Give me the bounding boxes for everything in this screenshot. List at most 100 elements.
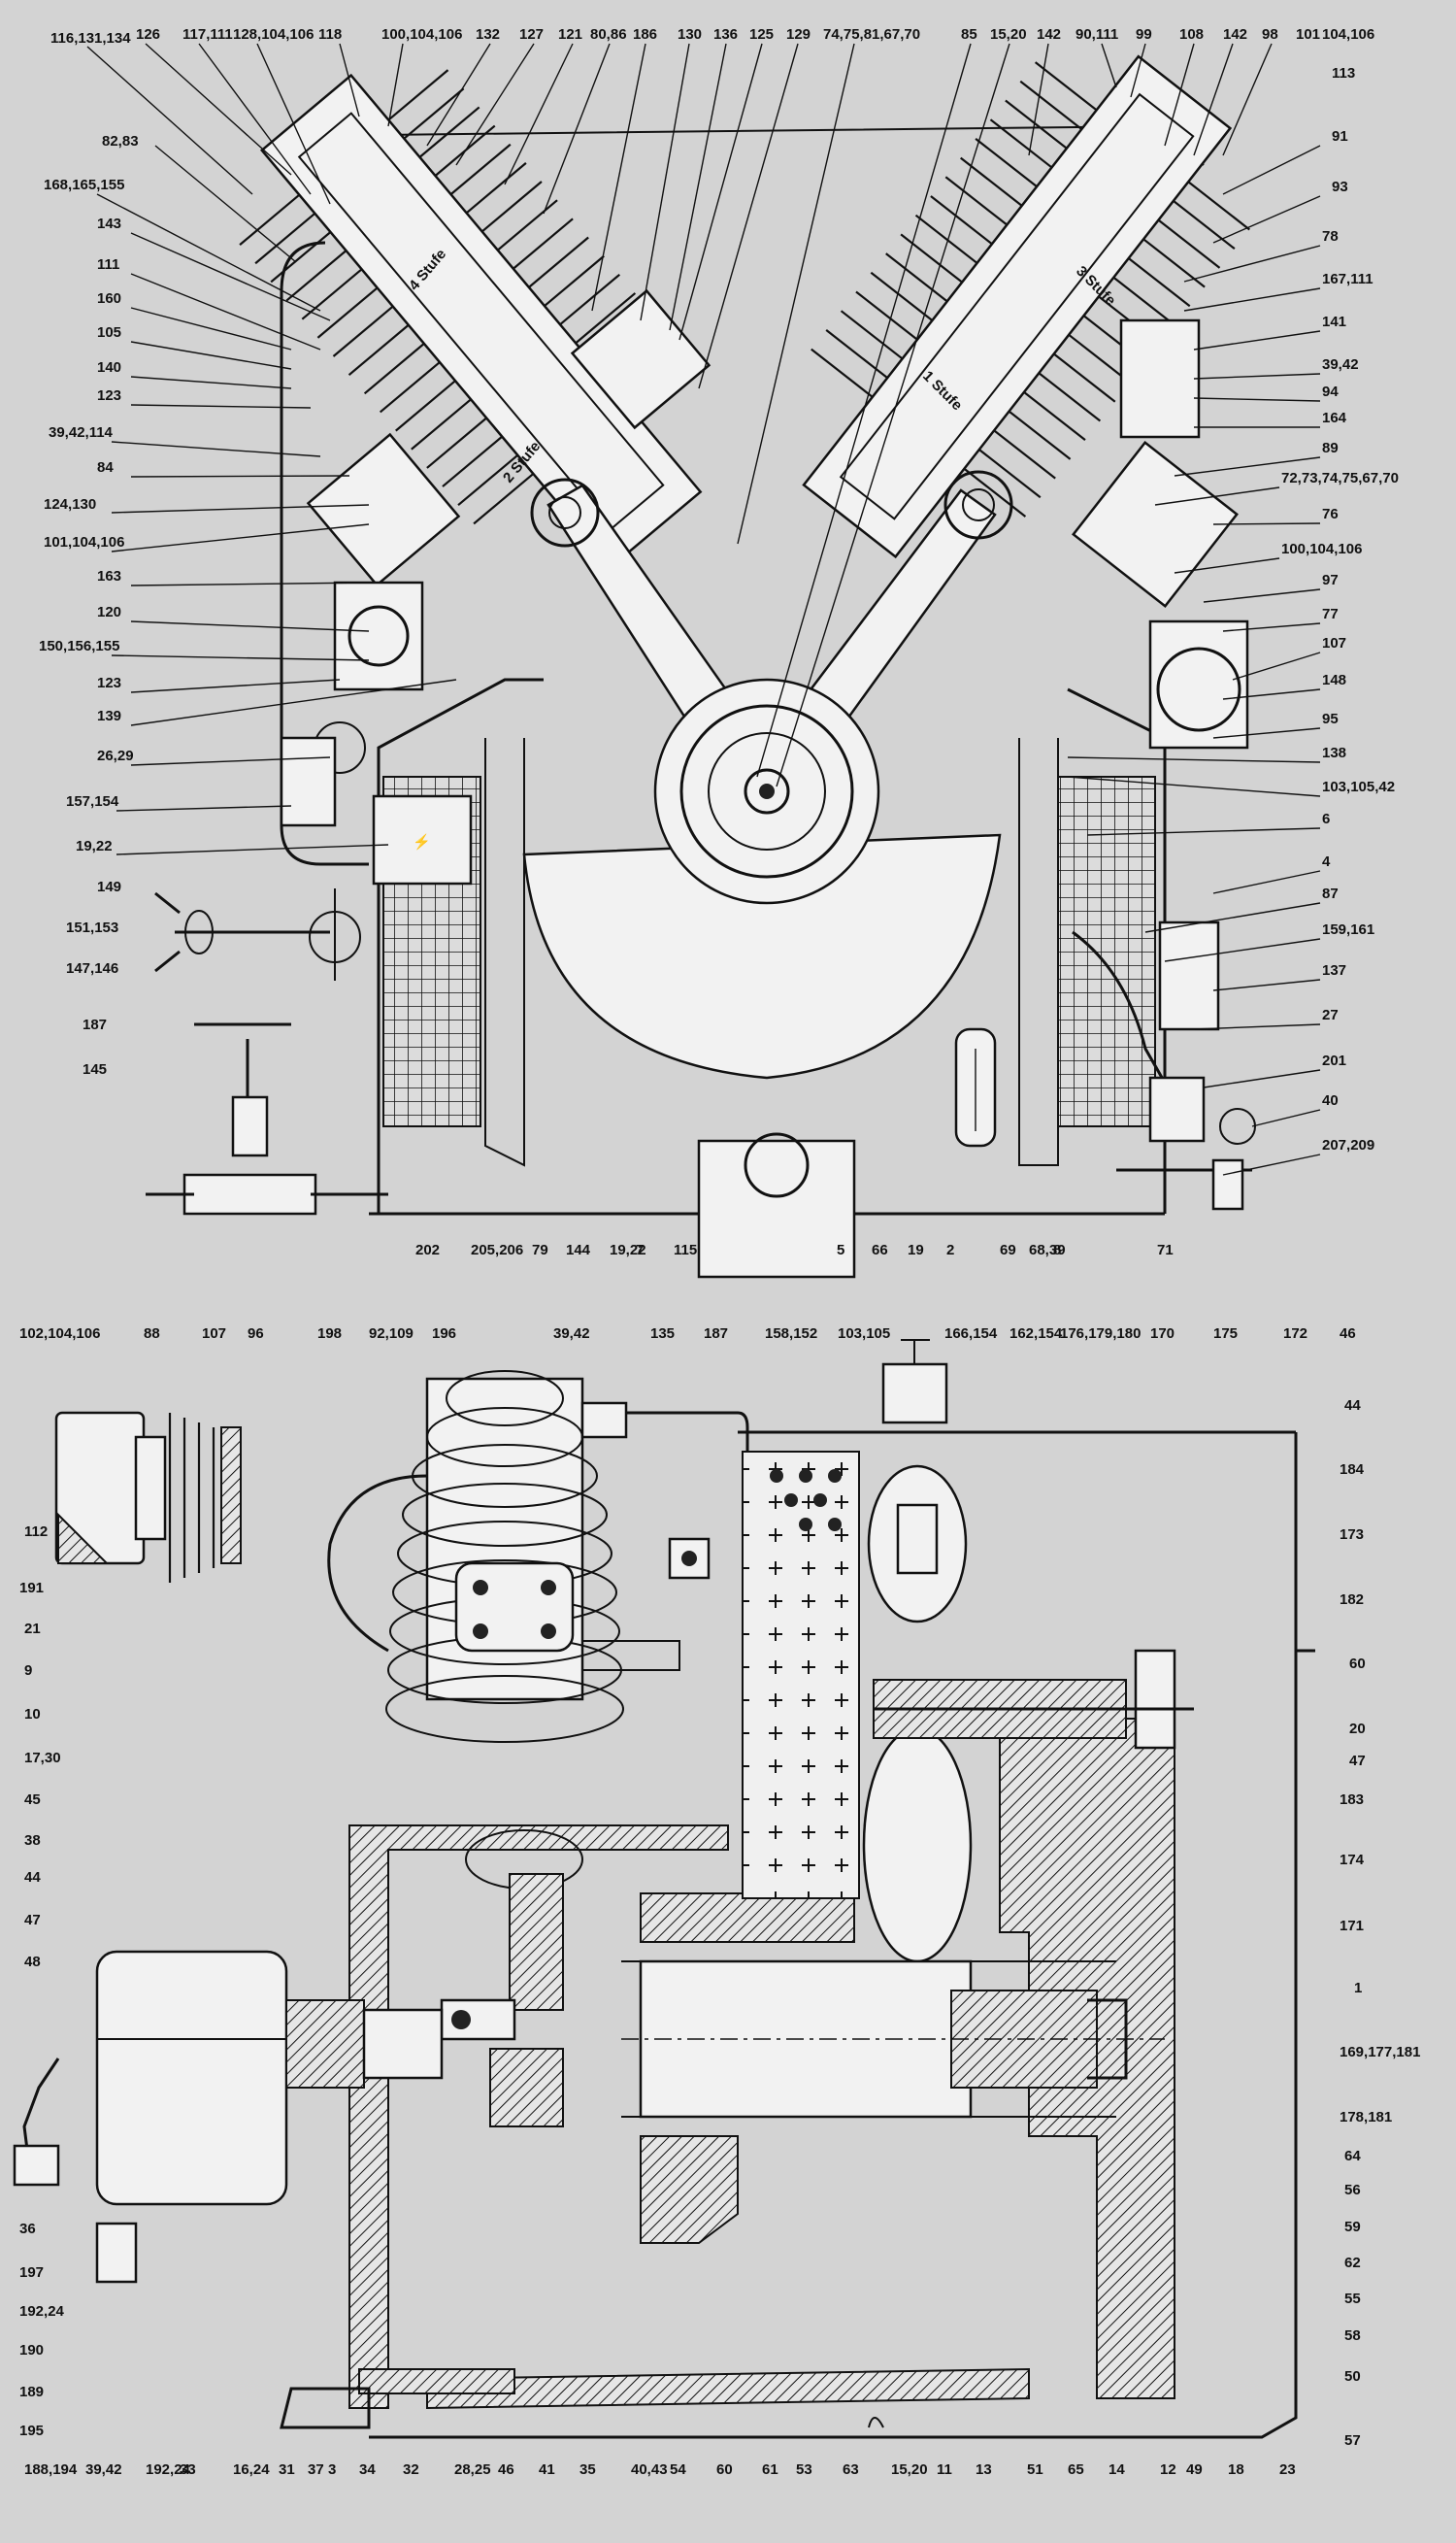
callout-label: 130 [678,26,702,43]
callout-label: 38 [24,1832,41,1849]
callout-label: 123 [97,675,121,691]
callout-label: 60 [716,2461,733,2478]
callout-label: 169,177,181 [1340,2044,1420,2060]
callout-label: 12 [1160,2461,1176,2478]
callout-label: 205,206 [471,1242,523,1258]
callout-label: 68,39 [1029,1242,1066,1258]
motor-switch-lever [13,2144,60,2187]
callout-label: 8 [1053,1242,1061,1258]
callout-label: 28,25 [454,2461,491,2478]
callout-label: 3 [328,2461,336,2478]
callout-label: 117,111 [182,26,233,43]
callout-label: 5 [837,1242,844,1258]
outlet-valve-assembly [1116,1076,1256,1211]
callout-label: 19 [908,1242,924,1258]
right-grill-panel [1057,776,1156,1127]
intercooler-panel [742,1451,860,1899]
callout-label: 11 [937,2461,952,2478]
callout-label: 100,104,106 [1281,541,1362,557]
callout-label: 102,104,106 [19,1325,100,1342]
callout-label: 15,20 [990,26,1027,43]
callout-label: 96 [248,1325,264,1342]
callout-label: 88 [144,1325,160,1342]
callout-label: 118 [318,26,342,43]
callout-label: 7 [636,1242,644,1258]
callout-label: 121 [558,26,582,43]
callout-label: 158,152 [765,1325,817,1342]
callout-label: 129 [786,26,811,43]
callout-label: 45 [24,1791,41,1808]
callout-label: 103,105 [838,1325,890,1342]
right-valve-head [1072,441,1239,608]
callout-label: 40 [1322,1092,1339,1109]
callout-label: 140 [97,359,121,376]
callout-label: 47 [1349,1753,1366,1769]
callout-label: 20 [1349,1721,1366,1737]
callout-label: 125 [749,26,774,43]
solenoid-valve-box [372,794,473,886]
callout-label: 160 [97,290,121,307]
callout-label: 44 [24,1869,41,1886]
callout-label: 201 [1322,1053,1346,1069]
callout-label: 59 [1344,2219,1361,2235]
callout-label: 31 [279,2461,295,2478]
callout-label: 65 [1068,2461,1084,2478]
drain-valve-assembly [154,888,361,981]
callout-label: 143 [97,216,121,232]
callout-label: 89 [1322,440,1339,456]
callout-label: 172 [1283,1325,1307,1342]
callout-label: 104,106 [1322,26,1374,43]
callout-label: 72,73,74,75,67,70 [1281,470,1399,486]
pressure-regulator [881,1362,948,1424]
callout-label: 71 [1157,1242,1174,1258]
callout-label: 132 [476,26,500,43]
callout-label: 21 [24,1621,41,1637]
callout-label: 87 [1322,886,1339,902]
svg-text:⚡: ⚡ [413,833,431,851]
flywheel-sector [522,833,1002,1080]
callout-label: 97 [1322,572,1339,588]
callout-label: 182 [1340,1591,1364,1608]
callout-label: 39,42 [1322,356,1359,373]
right-drain-pot [1158,920,1220,1031]
callout-label: 115 [674,1242,697,1258]
callout-label: 103,105,42 [1322,779,1395,795]
callout-label: 1 [1354,1980,1362,1996]
callout-label: 164 [1322,410,1347,426]
callout-label: 47 [24,1912,41,1928]
callout-label: 26,29 [97,748,134,764]
callout-label: 101,104,106 [44,534,124,551]
callout-label: 142 [1223,26,1247,43]
callout-label: 6 [1322,811,1330,827]
right-cylinder-bank [802,54,1250,559]
inset-valve-detail [54,1411,242,1583]
callout-label: 57 [1344,2432,1361,2449]
callout-label: 148 [1322,672,1346,688]
crankshaft-hub [744,768,790,815]
callout-label: 9 [24,1662,32,1679]
callout-label: 51 [1027,2461,1043,2478]
callout-label: 128,104,106 [233,26,314,43]
cooler-dots [770,1469,842,1531]
top-elevation-view: 4 Stufe 2 Stufe 1 Stufe 3 Stufe ⚡ [146,54,1256,1279]
callout-label: 190 [19,2342,44,2359]
callout-label: 91 [1332,128,1348,145]
lower-filter-canister [862,1726,973,1963]
callout-label: 151,153 [66,920,118,936]
callout-label: 191 [19,1580,44,1596]
callout-label: 186 [633,26,657,43]
callout-label: 37 [308,2461,324,2478]
callout-label: 173 [1340,1526,1364,1543]
base-foot [697,1139,856,1279]
callout-label: 94 [1322,384,1339,400]
leader-lines [86,43,1321,1176]
callout-label: 147,146 [66,960,118,977]
callout-label: 27 [1322,1007,1339,1023]
callout-label: 39,42 [85,2461,122,2478]
callout-label: 32 [403,2461,419,2478]
callout-label: 174 [1340,1852,1365,1868]
callout-label: 90,111 [1075,26,1118,43]
callout-label: 189 [19,2384,44,2400]
callout-label: 159,161 [1322,921,1374,938]
callout-label: 171 [1340,1918,1364,1934]
